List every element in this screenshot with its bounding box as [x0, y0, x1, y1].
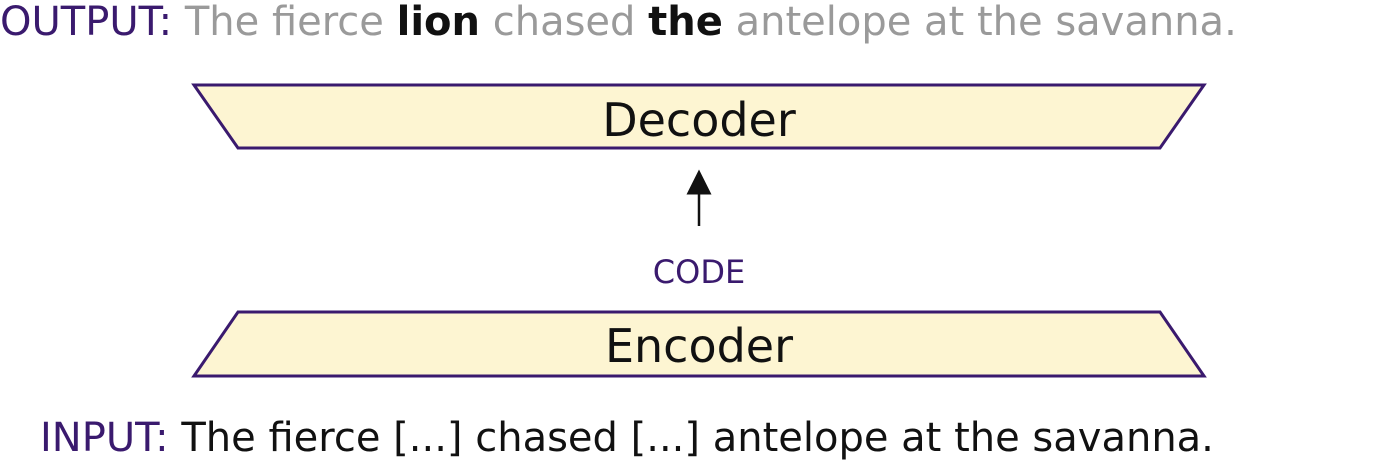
output-segment-4: the [648, 0, 723, 45]
encoder-shape [191, 310, 1207, 378]
output-label: OUTPUT: [0, 0, 173, 45]
output-segment-5: antelope at the savanna. [722, 0, 1237, 45]
decoder-shape [191, 83, 1207, 150]
encoder-block: Encoder [191, 310, 1207, 378]
output-line: OUTPUT: The fierce lion chased the antel… [0, 2, 1237, 42]
input-text: The fierce [...] chased [...] antelope a… [181, 415, 1214, 461]
code-label: CODE [653, 253, 745, 291]
output-segment-1: The fierce [184, 0, 397, 45]
decoder-block: Decoder [191, 83, 1207, 150]
output-segment-3: chased [480, 0, 649, 45]
input-line: INPUT: The fierce [...] chased [...] ant… [40, 418, 1214, 458]
encoder-label: Encoder [605, 319, 793, 373]
output-segment-2: lion [396, 0, 481, 45]
decoder-label: Decoder [602, 93, 796, 147]
input-label: INPUT: [40, 415, 169, 461]
